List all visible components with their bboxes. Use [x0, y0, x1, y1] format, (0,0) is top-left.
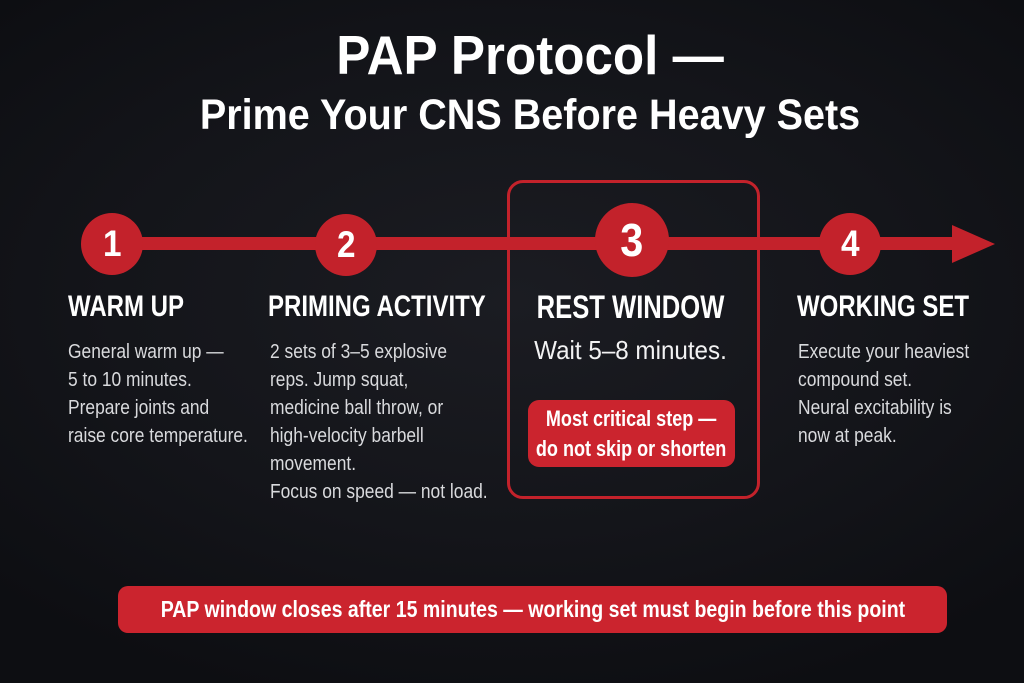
step-1-marker: 1	[81, 213, 143, 275]
step-4-marker: 4	[819, 213, 881, 275]
step-4-number: 4	[840, 223, 860, 264]
step-3-highlight-box	[507, 180, 760, 499]
footer-banner: PAP window closes after 15 minutes — wor…	[118, 586, 947, 633]
footer-banner-text: PAP window closes after 15 minutes — wor…	[160, 596, 905, 622]
step-3-number: 3	[620, 214, 644, 266]
step-3-subtitle: Wait 5–8 minutes.	[534, 335, 727, 365]
step-2-number: 2	[336, 224, 356, 265]
critical-step-badge-text: Most critical step — do not skip or shor…	[536, 405, 727, 461]
step-2-description: 2 sets of 3–5 explosive reps. Jump squat…	[270, 341, 488, 503]
step-1-title: WARM UP	[68, 290, 184, 323]
step-2-marker: 2	[315, 214, 377, 276]
step-4-title: WORKING SET	[797, 290, 969, 323]
step-3-title: REST WINDOW	[536, 289, 725, 325]
page-title-line-1: PAP Protocol —	[336, 24, 724, 86]
step-2-title: PRIMING ACTIVITY	[268, 290, 486, 323]
critical-step-badge: Most critical step — do not skip or shor…	[528, 400, 735, 467]
step-1-number: 1	[102, 223, 122, 264]
step-4-description: Execute your heaviest compound set. Neur…	[798, 341, 970, 447]
step-1-description: General warm up — 5 to 10 minutes. Prepa…	[68, 341, 248, 447]
arrow-right-icon	[952, 225, 995, 263]
page-title-line-2: Prime Your CNS Before Heavy Sets	[199, 91, 861, 139]
step-3-marker: 3	[595, 203, 669, 277]
